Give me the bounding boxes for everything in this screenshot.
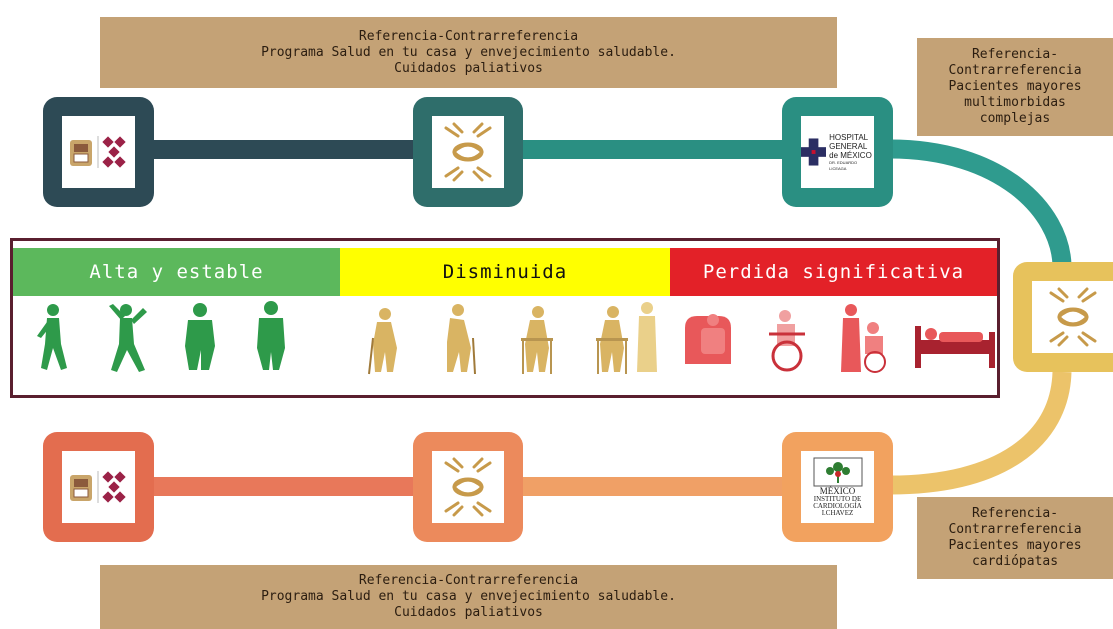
dependent-elder-figure-icon <box>685 314 731 364</box>
note-right-bottom: Referencia- Contrarreferencia Pacientes … <box>917 497 1113 579</box>
hospital-name-2: GENERAL <box>829 141 868 151</box>
node-emblem-right <box>1013 262 1113 372</box>
note-bottom-line-3: Cuidados paliativos <box>394 605 543 620</box>
frail-elder-figure-icon <box>447 304 476 375</box>
geriatrics-emblem-icon <box>444 457 492 517</box>
cardiology-institute-logo-icon <box>813 457 862 487</box>
note-right-top-line-4: multimorbidas <box>964 95 1066 110</box>
note-right-bottom-line-4: cardiópatas <box>971 554 1059 569</box>
right-lower-curve <box>889 371 1072 495</box>
note-top-line-3: Cuidados paliativos <box>394 60 543 76</box>
right-upper-curve <box>889 139 1072 266</box>
node-cardiologia: MÉXICO INSTITUTO DE CARDIOLOGÍA I.CHAVEZ <box>782 432 893 542</box>
node-emblem-bottom <box>413 432 523 542</box>
active-elder-figure-icon <box>257 301 285 370</box>
top-line-left <box>150 140 420 159</box>
note-top-line-2: Programa Salud en tu casa y envejecimien… <box>261 44 676 60</box>
dependent-elder-figure-icon <box>915 326 995 368</box>
cardio-text-4: I.CHAVEZ <box>821 509 854 517</box>
hospital-name-1: HOSPITAL <box>829 132 869 142</box>
note-right-bottom-line-3: Pacientes mayores <box>948 538 1082 553</box>
hospital-name-3: de MÉXICO <box>829 150 872 160</box>
note-right-top-line-2: Contrarreferencia <box>948 63 1082 78</box>
active-elder-figure-icon <box>37 304 67 370</box>
geriatrics-emblem-icon <box>1049 287 1096 347</box>
note-bottom-line-1: Referencia-Contrarreferencia <box>358 573 579 588</box>
hospital-name-4: DR. EDUARDO LICEAGA <box>829 159 858 171</box>
bottom-line-left <box>150 477 420 496</box>
node-cdmx-bottom <box>43 432 154 542</box>
cardio-text-3: CARDIOLOGÍA <box>813 502 862 510</box>
node-cdmx-top <box>43 97 154 207</box>
note-right-top-line-5: complejas <box>979 111 1051 126</box>
band-alta-estable: Alta y estable <box>13 248 340 296</box>
frail-elder-figure-icon <box>596 302 657 374</box>
note-right-bottom-line-1: Referencia- <box>971 506 1059 521</box>
frail-elder-figure-icon <box>521 306 553 374</box>
hospital-cross-icon <box>801 138 827 166</box>
dependent-elder-figure-icon <box>769 310 805 372</box>
top-line-right <box>520 140 790 159</box>
note-bottom: Referencia-Contrarreferencia Programa Sa… <box>100 565 837 629</box>
cardio-text-2: INSTITUTO DE <box>813 495 862 503</box>
note-bottom-line-2: Programa Salud en tu casa y envejecimien… <box>261 589 676 604</box>
frail-elder-figure-icon <box>368 308 397 375</box>
band-perdida-label: Perdida significativa <box>702 261 965 283</box>
note-right-top-line-1: Referencia- <box>971 47 1059 62</box>
node-hospital-general: HOSPITAL GENERAL de MÉXICO DR. EDUARDO L… <box>782 97 893 207</box>
band-alta-label: Alta y estable <box>89 261 264 283</box>
note-right-top-line-3: Pacientes mayores <box>948 79 1082 94</box>
elder-figures <box>37 301 995 375</box>
dependent-elder-figure-icon <box>841 304 886 373</box>
note-top-line-1: Referencia-Contrarreferencia <box>358 28 579 44</box>
government-logo-icon <box>69 136 126 168</box>
note-right-top: Referencia- Contrarreferencia Pacientes … <box>917 38 1113 136</box>
active-elder-figure-icon <box>109 304 147 372</box>
node-emblem-top <box>413 97 523 207</box>
cardio-text-1: MÉXICO <box>819 486 856 496</box>
government-logo-icon <box>69 471 126 503</box>
note-top: Referencia-Contrarreferencia Programa Sa… <box>100 17 837 88</box>
band-disminuida: Disminuida <box>340 248 670 296</box>
bottom-line-right <box>520 477 790 496</box>
active-elder-figure-icon <box>185 303 215 370</box>
band-disminuida-label: Disminuida <box>442 261 568 283</box>
geriatrics-emblem-icon <box>444 122 492 182</box>
band-perdida-significativa: Perdida significativa <box>670 248 997 296</box>
note-right-bottom-line-2: Contrarreferencia <box>948 522 1082 537</box>
